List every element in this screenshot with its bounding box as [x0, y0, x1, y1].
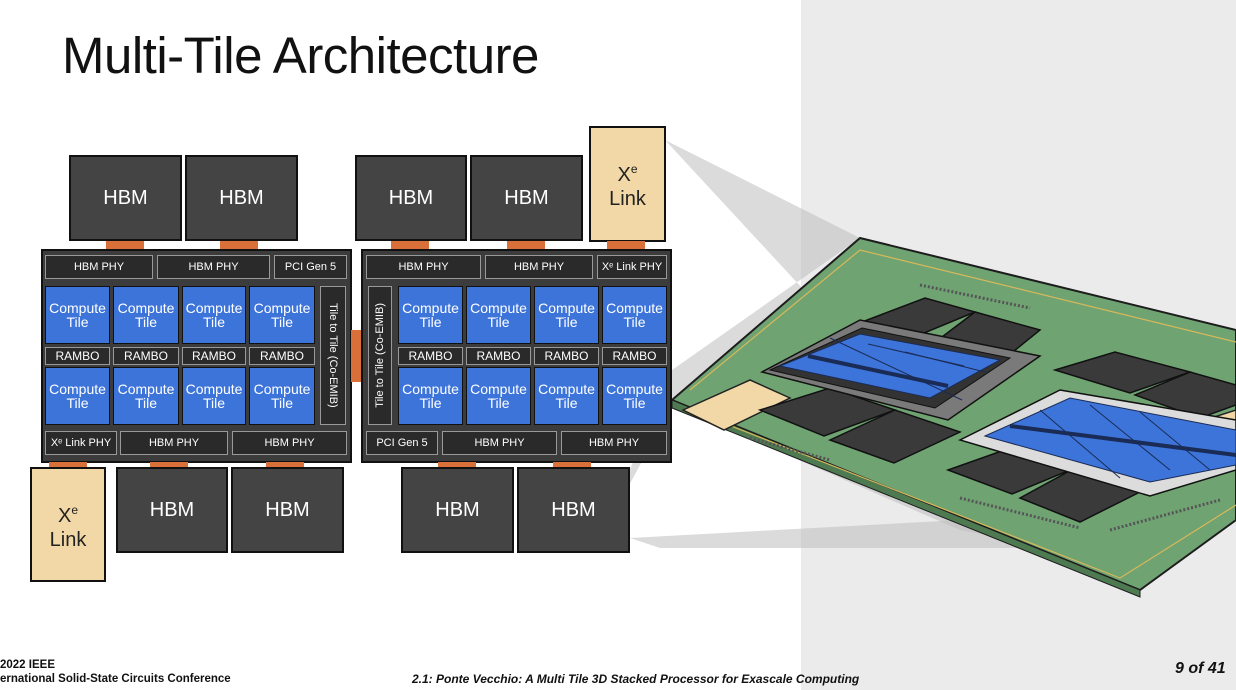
hbm-stack-top-left-1: HBM: [69, 155, 182, 241]
hbm-stack-bottom-right-2: HBM: [517, 467, 630, 553]
tile-to-tile-co-emib: Tile to Tile (Co-EMIB): [368, 286, 392, 425]
rambo-cache: RAMBO: [249, 347, 315, 365]
connector: [49, 462, 87, 470]
page-title: Multi-Tile Architecture: [62, 27, 539, 84]
connector: [607, 241, 645, 249]
footer-ieee: 2022 IEEE: [0, 659, 55, 671]
hbm-phy: HBM PHY: [120, 431, 228, 455]
rambo-cache: RAMBO: [182, 347, 246, 365]
xe-link-tile-bottom: Xe Link: [30, 467, 106, 582]
hbm-phy: HBM PHY: [485, 255, 593, 279]
slide-page-number: 9 of 41: [1175, 660, 1226, 677]
xe-link-tile-top: Xe Link: [589, 126, 666, 242]
hbm-phy: HBM PHY: [45, 255, 153, 279]
hbm-phy: HBM PHY: [232, 431, 347, 455]
footer-paper-title: 2.1: Ponte Vecchio: A Multi Tile 3D Stac…: [412, 672, 860, 686]
rambo-cache: RAMBO: [602, 347, 667, 365]
hbm-phy: HBM PHY: [366, 255, 481, 279]
pci-gen5: PCI Gen 5: [366, 431, 438, 455]
rambo-cache: RAMBO: [113, 347, 179, 365]
tile-to-tile-co-emib: Tile to Tile (Co-EMIB): [320, 286, 346, 425]
connector: [266, 462, 304, 470]
rambo-cache: RAMBO: [534, 347, 599, 365]
connector: [106, 241, 144, 249]
xe-link-phy: Xᵉ Link PHY: [45, 431, 117, 455]
connector: [438, 462, 476, 470]
rambo-cache: RAMBO: [398, 347, 463, 365]
hbm-stack-bottom-left-2: HBM: [231, 467, 344, 553]
hbm-stack-top-right-1: HBM: [355, 155, 467, 241]
rambo-cache: RAMBO: [45, 347, 110, 365]
emib-bridge: [351, 330, 361, 382]
hbm-stack-bottom-left-1: HBM: [116, 467, 228, 553]
connector: [391, 241, 429, 249]
hbm-phy: HBM PHY: [561, 431, 667, 455]
hbm-phy: HBM PHY: [157, 255, 270, 279]
connector: [507, 241, 545, 249]
pci-gen5: PCI Gen 5: [274, 255, 347, 279]
connector: [150, 462, 188, 470]
hbm-stack-top-left-2: HBM: [185, 155, 298, 241]
connector: [553, 462, 591, 470]
footer-conference: 2022 IEEE ernational Solid-State Circuit…: [0, 658, 231, 686]
hbm-phy: HBM PHY: [442, 431, 557, 455]
rambo-cache: RAMBO: [466, 347, 531, 365]
xe-link-phy: Xᵉ Link PHY: [597, 255, 667, 279]
hbm-stack-bottom-right-1: HBM: [401, 467, 514, 553]
footer-conference-name: ernational Solid-State Circuits Conferen…: [0, 673, 231, 685]
connector: [220, 241, 258, 249]
hbm-stack-top-right-2: HBM: [470, 155, 583, 241]
package-3d-illustration: [600, 140, 1236, 598]
